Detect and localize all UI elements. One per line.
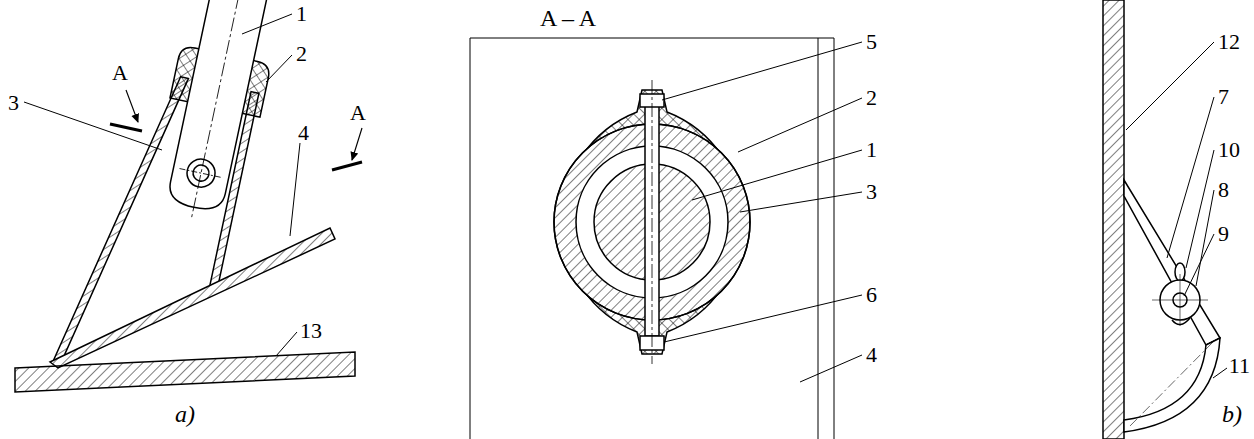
callout-number: 4: [298, 122, 309, 144]
section-view: [470, 38, 862, 439]
center-line: [1180, 274, 1181, 326]
callout-number: 6: [866, 284, 877, 306]
leader-lines: [24, 14, 300, 356]
plate-edge: [470, 38, 471, 439]
callout-number: 7: [1218, 86, 1229, 108]
wall: [1103, 0, 1124, 439]
callout-number: 2: [296, 43, 307, 65]
housing-wall: [45, 62, 189, 396]
callout-number: 3: [866, 181, 877, 203]
section-arrow: [126, 90, 138, 122]
view-b: [1103, 0, 1227, 439]
loop: [1172, 318, 1190, 325]
plate-edge: [834, 38, 835, 439]
callout-number: 2: [866, 87, 877, 109]
plate-edge: [818, 38, 819, 439]
callout-number: 4: [866, 344, 877, 366]
callout-number: 11: [1229, 355, 1250, 377]
center-line: [192, 0, 244, 217]
section-line: [332, 162, 362, 170]
section-mark: A: [350, 102, 366, 124]
plate-edge: [470, 38, 834, 39]
view-title: A – A: [540, 6, 596, 30]
callout-number: 3: [8, 92, 19, 114]
callout-number: 13: [300, 320, 322, 342]
plate: [50, 228, 335, 368]
curved-arm: [1124, 338, 1220, 432]
rod: [166, 0, 271, 213]
view-label: b): [1222, 402, 1242, 426]
callout-number: 8: [1218, 179, 1229, 201]
callout-number: 5: [866, 31, 877, 53]
view-a: [15, 0, 362, 422]
center-line: [652, 80, 653, 364]
center-line: [180, 169, 223, 178]
callout-number: 1: [866, 139, 877, 161]
callout-number: 1: [296, 3, 307, 25]
center-line: [1130, 342, 1213, 426]
callout-number: 10: [1218, 139, 1240, 161]
section-line: [110, 124, 142, 131]
section-arrow: [352, 128, 362, 160]
section-mark: A: [112, 62, 128, 84]
leader-lines: [1126, 42, 1227, 378]
view-label: a): [175, 402, 195, 426]
callout-number: 9: [1218, 223, 1229, 245]
leader-lines: [662, 42, 862, 382]
callout-number: 12: [1218, 31, 1240, 53]
arm: [1124, 180, 1220, 345]
